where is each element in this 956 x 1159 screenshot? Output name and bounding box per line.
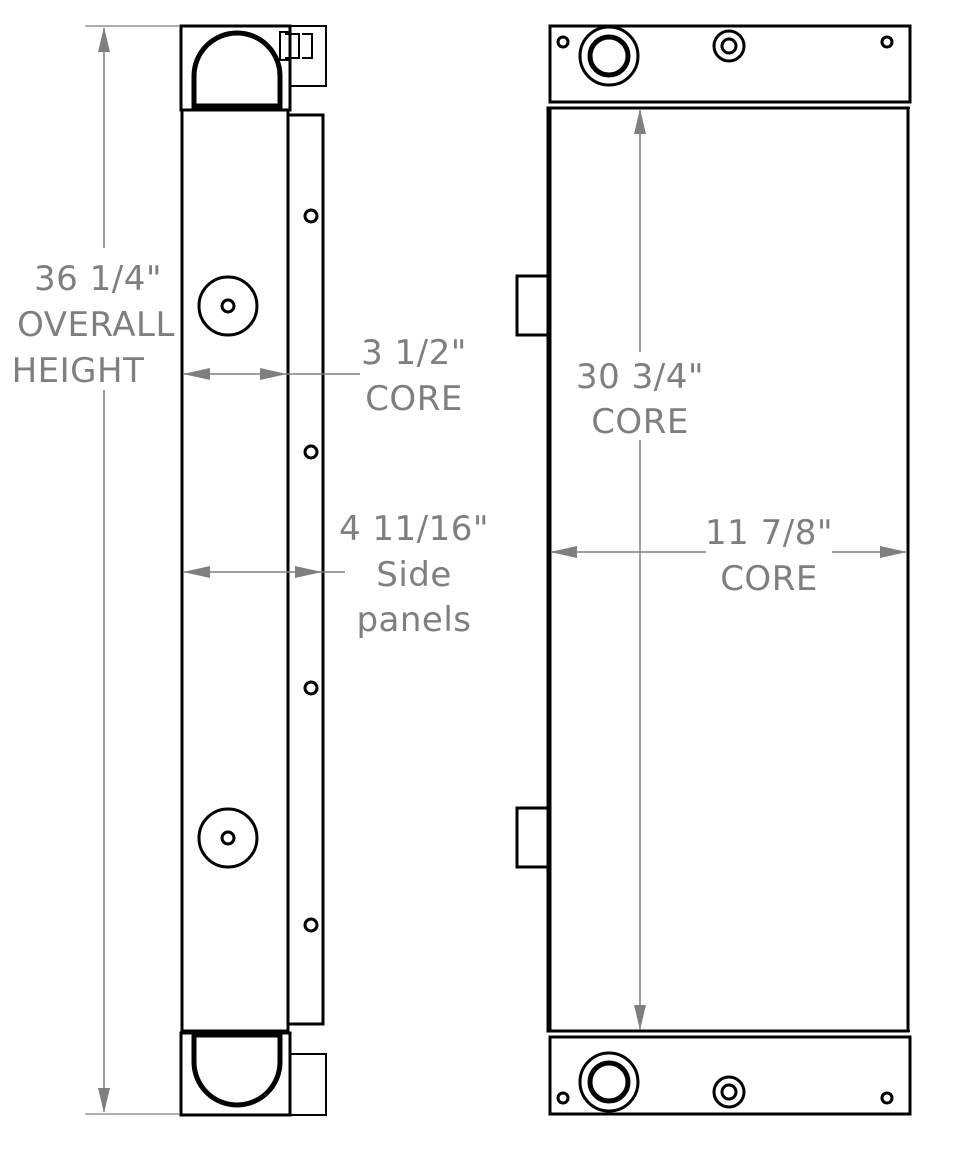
front-top-mount-hole — [556, 35, 570, 49]
overall-height-word: OVERALL — [17, 305, 175, 345]
front-bottom-port-inner — [587, 1060, 631, 1104]
front-top-port-outer — [578, 25, 640, 87]
core-depth-value: 3 1/2" — [361, 333, 467, 373]
side-panels-word: panels — [356, 600, 471, 640]
dimension-core-width: 11 7/8" CORE — [550, 513, 907, 599]
side-top-tank — [179, 24, 292, 112]
front-top-plug-inner — [720, 37, 738, 55]
side-bottom-outlet — [191, 1032, 283, 1108]
side-panel-hole — [303, 680, 319, 696]
dimension-side-panels: 4 11/16" Side panels — [183, 509, 489, 640]
overall-height-value: 36 1/4" — [34, 259, 162, 299]
front-top-port-inner — [587, 34, 631, 78]
side-panels-word: Side — [376, 555, 452, 595]
arrowhead — [260, 368, 287, 380]
arrowhead — [634, 109, 646, 134]
front-bottom-mount-hole — [556, 1091, 570, 1105]
side-top-inlet — [191, 30, 283, 109]
core-height-value: 30 3/4" — [576, 357, 704, 397]
side-port-upper-center — [220, 298, 236, 314]
side-panel-hole — [303, 917, 319, 933]
side-top-fitting-lines — [285, 33, 313, 59]
overall-height-word: HEIGHT — [12, 351, 145, 391]
core-width-value: 11 7/8" — [705, 513, 833, 553]
front-bottom-mount-hole — [880, 1091, 894, 1105]
front-view — [515, 24, 912, 1116]
arrowhead — [634, 1005, 646, 1030]
front-lower-bracket — [515, 806, 550, 869]
side-port-lower-center — [220, 830, 236, 846]
side-panel-hole — [303, 444, 319, 460]
front-top-plug-outer — [712, 29, 746, 63]
side-view — [179, 24, 327, 1117]
dimension-core-depth: 3 1/2" CORE — [183, 333, 467, 419]
side-top-fitting — [279, 31, 291, 61]
dimension-core-height: 30 3/4" CORE — [576, 109, 704, 1030]
arrowhead — [183, 566, 210, 578]
front-upper-bracket — [515, 274, 550, 337]
arrowhead — [98, 1088, 110, 1113]
arrowhead — [880, 546, 907, 558]
arrowhead — [183, 368, 210, 380]
side-port-lower — [197, 807, 259, 869]
arrowhead — [98, 27, 110, 52]
front-bottom-plug-inner — [720, 1083, 738, 1101]
core-depth-word: CORE — [365, 379, 463, 419]
front-bottom-plug-outer — [712, 1075, 746, 1109]
side-panel — [288, 113, 325, 1026]
front-top-mount-hole — [880, 35, 894, 49]
core-width-word: CORE — [720, 559, 818, 599]
side-bottom-bracket — [289, 1053, 327, 1116]
dimension-overall-height: 36 1/4" OVERALL HEIGHT — [12, 25, 179, 1115]
front-bottom-tank — [548, 1035, 912, 1116]
side-panel-hole — [303, 208, 319, 224]
arrowhead — [295, 566, 322, 578]
arrowhead — [550, 546, 577, 558]
side-port-upper — [197, 275, 259, 337]
front-bottom-port-outer — [578, 1051, 640, 1113]
side-panels-value: 4 11/16" — [339, 509, 489, 549]
core-height-word: CORE — [591, 402, 689, 442]
